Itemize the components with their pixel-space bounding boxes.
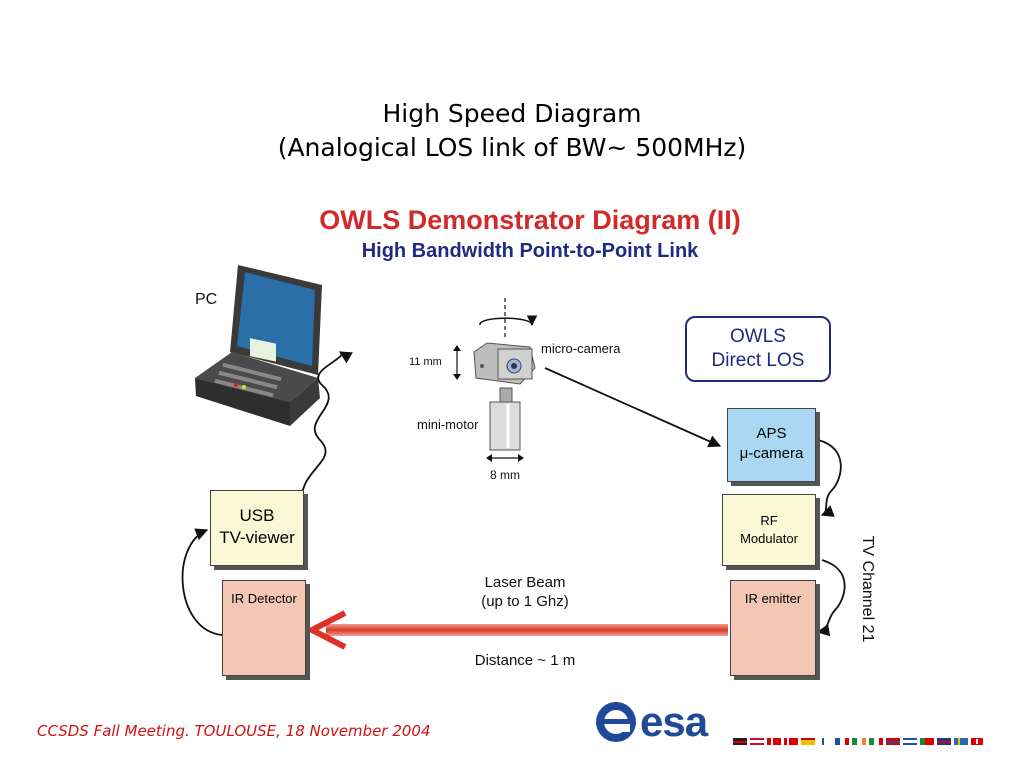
usb-line2: TV-viewer (219, 528, 295, 547)
laptop-icon (195, 265, 322, 426)
rf-line1: RF (760, 513, 778, 528)
ir-emitter-box: IR emitter (730, 580, 816, 676)
slide-title-line2: (Analogical LOS link of BW~ 500MHz) (277, 133, 747, 162)
owls-direct-los-box: OWLS Direct LOS (685, 316, 831, 382)
distance-label: Distance ~ 1 m (474, 652, 576, 669)
tv-channel-label: TV Channel 21 (859, 535, 876, 643)
laser-line2: (up to 1 Ghz) (481, 593, 569, 610)
mini-motor-label: mini-motor (417, 417, 479, 432)
esa-logo-text: esa (640, 698, 708, 745)
dim-8mm-label: 8 mm (490, 468, 520, 482)
pc-label: PC (195, 291, 218, 308)
micro-camera-label: micro-camera (541, 341, 621, 356)
laser-beam-label: Laser Beam (up to 1 Ghz) (430, 573, 620, 611)
diagram-subtitle: High Bandwidth Point-to-Point Link (361, 240, 699, 262)
dim-11mm-label: 11 mm (409, 356, 442, 368)
aps-line1: APS (756, 425, 787, 442)
ir-emitter-label: IR emitter (744, 591, 802, 606)
laser-beam (305, 610, 728, 650)
owls-line1: OWLS (730, 326, 786, 347)
usb-tv-viewer-box: USB TV-viewer (210, 490, 304, 566)
owls-line2: Direct LOS (711, 350, 805, 371)
mini-motor-icon (489, 387, 521, 451)
aps-line2: μ-camera (739, 445, 804, 462)
footer-text: CCSDS Fall Meeting. TOULOUSE, 18 Novembe… (37, 722, 431, 740)
diagram-title: OWLS Demonstrator Diagram (II) (319, 205, 741, 235)
aps-camera-box: APS μ-camera (727, 408, 816, 482)
esa-logo (596, 702, 983, 745)
ir-detector-box: IR Detector (222, 580, 306, 676)
slide-title-line1: High Speed Diagram (382, 99, 642, 128)
rf-line2: Modulator (740, 531, 798, 546)
laser-line1: Laser Beam (484, 574, 566, 591)
usb-line1: USB (239, 506, 275, 525)
micro-camera-icon (473, 298, 538, 385)
rf-modulator-box: RF Modulator (722, 494, 816, 566)
ir-detector-label: IR Detector (231, 591, 297, 606)
